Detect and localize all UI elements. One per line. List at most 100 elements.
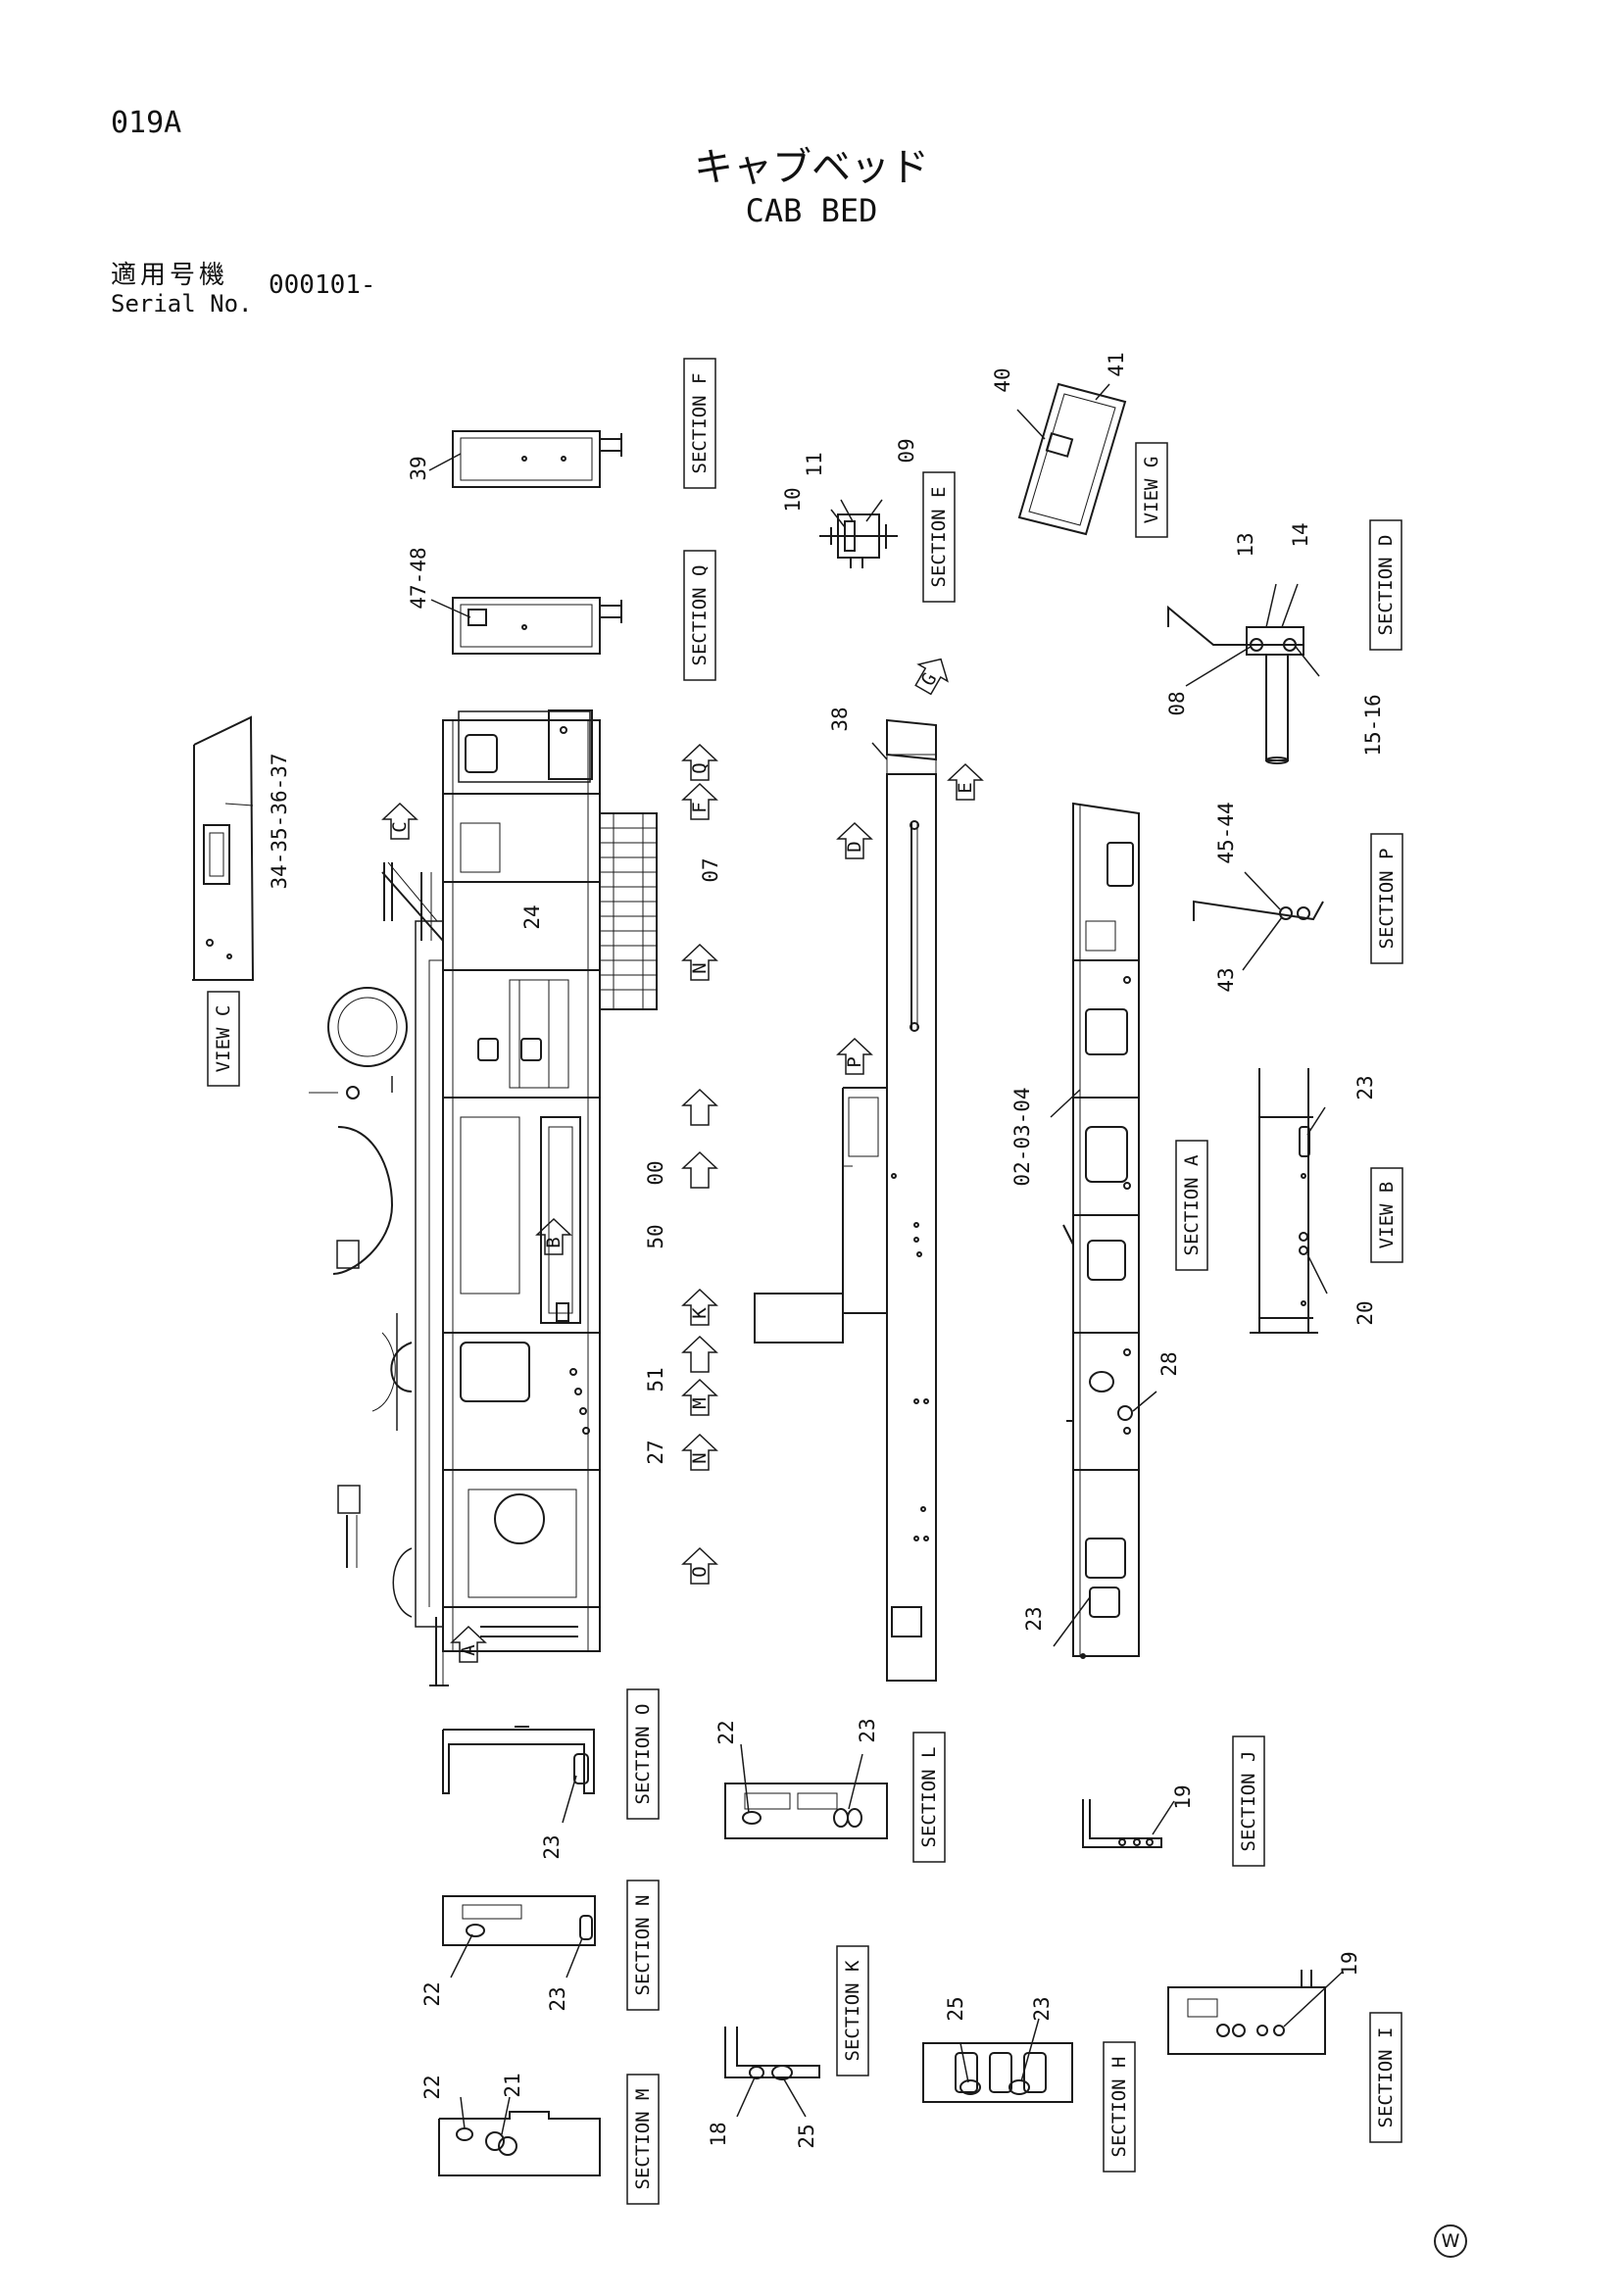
callout-25-section-k: 25 [795, 2124, 818, 2148]
callout-47-48: 47-48 [407, 547, 430, 609]
callout-22-section-m: 22 [420, 2075, 444, 2099]
view-c-part-drawing [192, 717, 253, 980]
section-j-part-drawing [1083, 1799, 1174, 1847]
callout-00: 00 [644, 1160, 667, 1185]
callout-15-16: 15-16 [1361, 694, 1385, 756]
callout-39: 39 [407, 456, 430, 480]
section-label-e: SECTION E [928, 487, 950, 588]
view-arrow-k: K [689, 1307, 711, 1319]
callout-21: 21 [501, 2073, 524, 2097]
main-frame-drawing [309, 710, 657, 1685]
callout-23-section-a: 23 [1022, 1606, 1046, 1631]
section-l-part-drawing [725, 1744, 887, 1838]
callout-11: 11 [803, 452, 826, 476]
section-a-part-drawing [1051, 804, 1156, 1658]
callout-40: 40 [991, 367, 1014, 392]
view-label-g: VIEW G [1141, 457, 1162, 524]
section-label-d: SECTION D [1375, 535, 1397, 636]
section-i-part-drawing [1168, 1970, 1343, 2054]
section-p-part-drawing [1194, 872, 1323, 970]
section-e-part-drawing [819, 500, 898, 568]
callout-18: 18 [707, 2122, 730, 2146]
section-label-j: SECTION J [1238, 1751, 1259, 1852]
callout-13: 13 [1234, 532, 1257, 557]
callout-27: 27 [644, 1440, 667, 1464]
section-label-n: SECTION N [632, 1895, 654, 1996]
view-arrow-f: F [689, 802, 711, 812]
callout-19-section-j: 19 [1171, 1784, 1195, 1809]
section-m-part-drawing [439, 2097, 600, 2175]
section-label-i: SECTION I [1375, 2027, 1397, 2128]
title-japanese: キャブベッド [694, 145, 929, 190]
view-arrow-q: Q [689, 762, 711, 773]
callout-20: 20 [1353, 1300, 1377, 1325]
callout-41: 41 [1105, 352, 1128, 376]
section-label-a: SECTION A [1181, 1154, 1203, 1256]
callout-50: 50 [644, 1224, 667, 1248]
callout-09: 09 [895, 438, 918, 463]
section-label-q: SECTION Q [689, 565, 711, 666]
callout-23-section-h: 23 [1030, 1996, 1054, 2021]
view-arrow-o: O [689, 1566, 711, 1577]
callout-23-view-b: 23 [1353, 1075, 1377, 1099]
callout-10: 10 [781, 487, 805, 512]
callout-22-section-l: 22 [714, 1720, 738, 1744]
callout-02-03-04: 02-03-04 [1010, 1087, 1034, 1186]
section-n-part-drawing [443, 1896, 595, 1978]
serial-number-value: 000101- [269, 270, 376, 300]
view-label-c: VIEW C [213, 1005, 234, 1073]
long-beam-drawing [755, 720, 936, 1681]
callout-28: 28 [1157, 1351, 1181, 1376]
callout-24: 24 [520, 904, 544, 929]
page-code: 019A [111, 106, 182, 140]
callout-07: 07 [699, 857, 722, 882]
section-label-h: SECTION H [1108, 2057, 1130, 2158]
view-arrow-n: N [689, 962, 711, 973]
publisher-mark: W [1434, 2224, 1467, 2258]
view-arrow-c: C [389, 821, 411, 832]
callout-23-section-o: 23 [540, 1834, 564, 1859]
view-arrow-g: G [917, 669, 942, 690]
view-label-b: VIEW B [1376, 1182, 1398, 1249]
section-label-o: SECTION O [632, 1704, 654, 1805]
section-d-part-drawing [1168, 584, 1319, 763]
callout-34-35-36-37: 34-35-36-37 [268, 753, 291, 889]
callout-25-section-h: 25 [944, 1996, 967, 2021]
view-arrow-b: B [543, 1237, 565, 1247]
section-label-p: SECTION P [1376, 849, 1398, 950]
view-arrow-e: E [955, 782, 976, 793]
section-q-part-drawing [431, 598, 621, 654]
callout-38: 38 [828, 707, 852, 731]
section-f-part-drawing [429, 431, 621, 487]
callout-22-section-n: 22 [420, 1981, 444, 2006]
callout-23-section-l: 23 [856, 1718, 879, 1742]
callout-numbers: 39 47-48 10 11 09 40 41 13 14 08 15-16 3… [268, 352, 1385, 2148]
view-arrow-m: M [689, 1397, 711, 1408]
view-g-part-drawing [1017, 384, 1125, 534]
serial-label-english: Serial No. [111, 290, 253, 318]
view-b-part-drawing [1250, 1068, 1327, 1333]
callout-08: 08 [1165, 691, 1189, 715]
view-arrow-n2: N [689, 1452, 711, 1463]
view-arrow-d: D [844, 841, 865, 852]
title-english: CAB BED [745, 192, 878, 229]
serial-label-japanese: 適用号機 [111, 261, 229, 290]
callout-19-section-i: 19 [1338, 1951, 1361, 1976]
section-k-part-drawing [725, 2027, 819, 2117]
section-label-f: SECTION F [689, 373, 711, 474]
callout-14: 14 [1289, 522, 1312, 547]
section-h-part-drawing [923, 2019, 1072, 2102]
callout-45-44: 45-44 [1214, 802, 1238, 863]
section-label-k: SECTION K [842, 1960, 863, 2062]
section-o-part-drawing [443, 1727, 594, 1823]
section-labels: SECTION F SECTION Q SECTION E VIEW G SEC… [208, 359, 1402, 2204]
section-label-m: SECTION M [632, 2089, 654, 2190]
section-label-l: SECTION L [918, 1747, 940, 1848]
view-arrows: C Q F N B [383, 651, 982, 1662]
view-arrow-a: A [458, 1644, 479, 1656]
view-arrow-p: P [844, 1056, 865, 1067]
callout-51: 51 [644, 1367, 667, 1392]
callout-43: 43 [1214, 967, 1238, 992]
